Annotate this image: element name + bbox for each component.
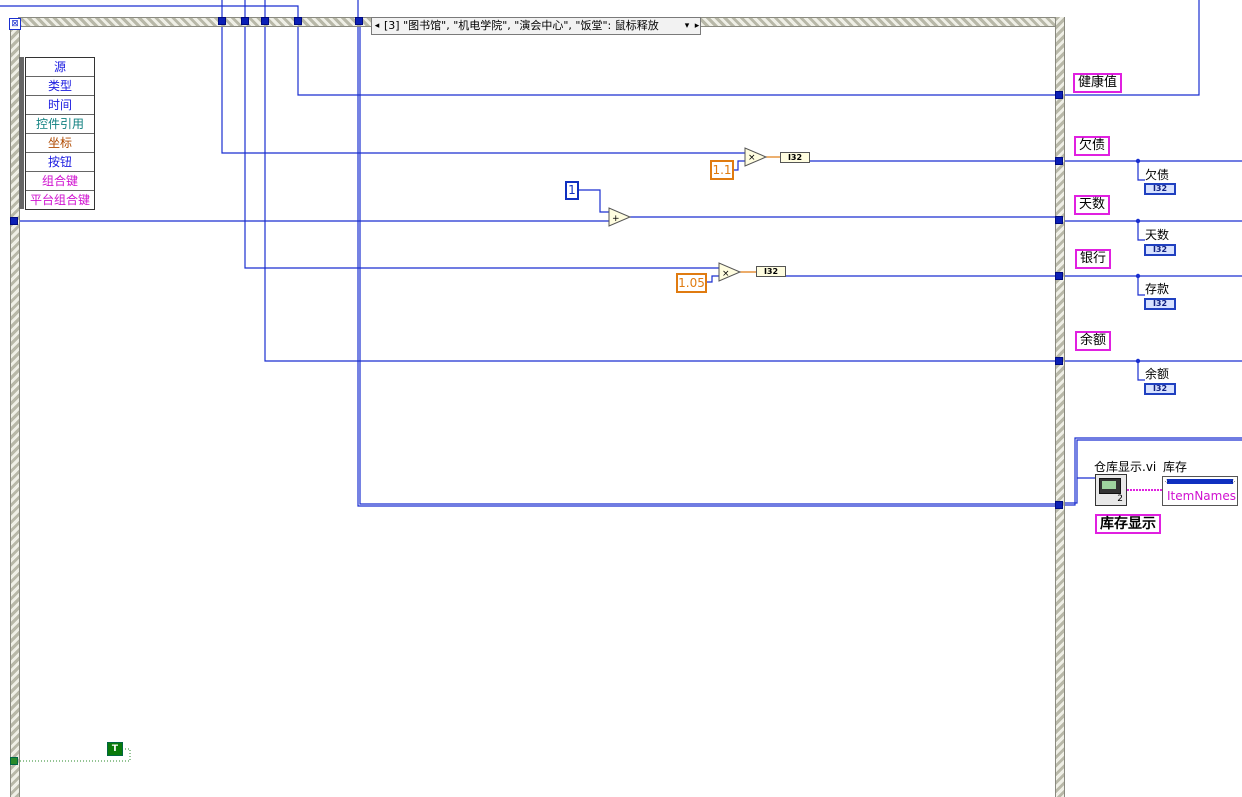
- svg-text:×: ×: [722, 269, 730, 279]
- itemnames-property-node[interactable]: ⁘ ⁘ ItemNames: [1162, 476, 1238, 506]
- inventory-display-label[interactable]: 库存显示: [1095, 514, 1161, 534]
- event-field-label: 类型: [47, 79, 72, 93]
- tunnel: [1055, 216, 1063, 224]
- constant-debt-multiplier[interactable]: 1.1: [710, 160, 734, 180]
- itemnames-header-bar: [1167, 479, 1233, 484]
- tunnel: [1055, 157, 1063, 165]
- constant-deposit-multiplier[interactable]: 1.05: [676, 273, 707, 293]
- field-name-debt: 欠债: [1145, 168, 1170, 182]
- subvi-node[interactable]: 2: [1095, 474, 1127, 506]
- event-field-label: 控件引用: [35, 117, 84, 131]
- left-arrow-icon[interactable]: ◂: [374, 21, 380, 31]
- tunnel: [241, 17, 249, 25]
- multiply-node-deposit: ×: [718, 262, 742, 282]
- pin-icon: ⁘: [1164, 478, 1170, 486]
- event-field-label: 时间: [47, 98, 72, 112]
- event-field[interactable]: 类型: [26, 77, 94, 96]
- add-node-days: +: [608, 207, 632, 227]
- i32-indicator[interactable]: I32: [1144, 183, 1176, 195]
- event-data-node[interactable]: 源 类型 时间 控件引用 坐标 按钮 组合键 平台组合键: [25, 57, 95, 210]
- event-field[interactable]: 坐标: [26, 134, 94, 153]
- while-loop-left-frame: [10, 28, 20, 797]
- inventory-name: 库存: [1163, 460, 1188, 474]
- event-field[interactable]: 组合键: [26, 172, 94, 191]
- event-field[interactable]: 控件引用: [26, 115, 94, 134]
- debt-label[interactable]: 欠债: [1074, 136, 1111, 156]
- tunnel: [218, 17, 226, 25]
- multiply-node-debt: ×: [744, 147, 768, 167]
- event-data-node-bar: [19, 57, 24, 209]
- event-field[interactable]: 源: [26, 58, 94, 77]
- i32-indicator[interactable]: I32: [1144, 383, 1176, 395]
- balance-label[interactable]: 余额: [1075, 331, 1112, 351]
- case-structure-right-frame: [1055, 17, 1065, 797]
- days-label[interactable]: 天数: [1074, 195, 1111, 215]
- tunnel: [1055, 272, 1063, 280]
- event-field-label: 坐标: [47, 136, 72, 150]
- bool-true-constant[interactable]: T: [107, 742, 123, 756]
- tunnel: [261, 17, 269, 25]
- to-i32-converter[interactable]: I32: [780, 152, 810, 163]
- event-field-label: 组合键: [41, 174, 78, 188]
- event-field[interactable]: 按钮: [26, 153, 94, 172]
- event-field[interactable]: 时间: [26, 96, 94, 115]
- i32-indicator[interactable]: I32: [1144, 298, 1176, 310]
- bool-tunnel: [10, 757, 18, 765]
- dropdown-icon[interactable]: ▾: [684, 21, 690, 31]
- constant-add-one[interactable]: 1: [565, 181, 579, 200]
- svg-text:+: +: [612, 214, 620, 224]
- pin-icon: ⁘: [1230, 478, 1236, 486]
- tunnel: [294, 17, 302, 25]
- subvi-terminal-count: 2: [1117, 494, 1123, 504]
- to-i32-converter[interactable]: I32: [756, 266, 786, 277]
- event-field-label: 源: [53, 60, 66, 74]
- svg-text:×: ×: [748, 153, 756, 163]
- field-name-deposit: 存款: [1145, 282, 1170, 296]
- subvi-icon: [1099, 478, 1121, 494]
- health-label[interactable]: 健康值: [1073, 73, 1123, 93]
- field-name-balance: 余额: [1145, 367, 1170, 381]
- i32-indicator[interactable]: I32: [1144, 244, 1176, 256]
- tunnel: [1055, 91, 1063, 99]
- tunnel: [1055, 357, 1063, 365]
- event-field-label: 平台组合键: [29, 193, 90, 207]
- bank-label[interactable]: 银行: [1075, 249, 1112, 269]
- tunnel: [10, 217, 18, 225]
- field-name-days: 天数: [1145, 228, 1170, 242]
- event-field-label: 按钮: [47, 155, 72, 169]
- case-selector[interactable]: ◂ [3] "图书馆", "机电学院", "演会中心", "饭堂": 鼠标释放 …: [371, 17, 701, 35]
- itemnames-label: ItemNames: [1167, 489, 1236, 503]
- loop-corner-icon[interactable]: ⊠: [9, 18, 21, 30]
- tunnel: [1055, 501, 1063, 509]
- subvi-name: 仓库显示.vi: [1094, 460, 1157, 474]
- event-field[interactable]: 平台组合键: [26, 191, 94, 209]
- case-selector-label: [3] "图书馆", "机电学院", "演会中心", "饭堂": 鼠标释放: [384, 19, 659, 32]
- tunnel: [355, 17, 363, 25]
- right-arrow-icon[interactable]: ▸: [694, 21, 700, 31]
